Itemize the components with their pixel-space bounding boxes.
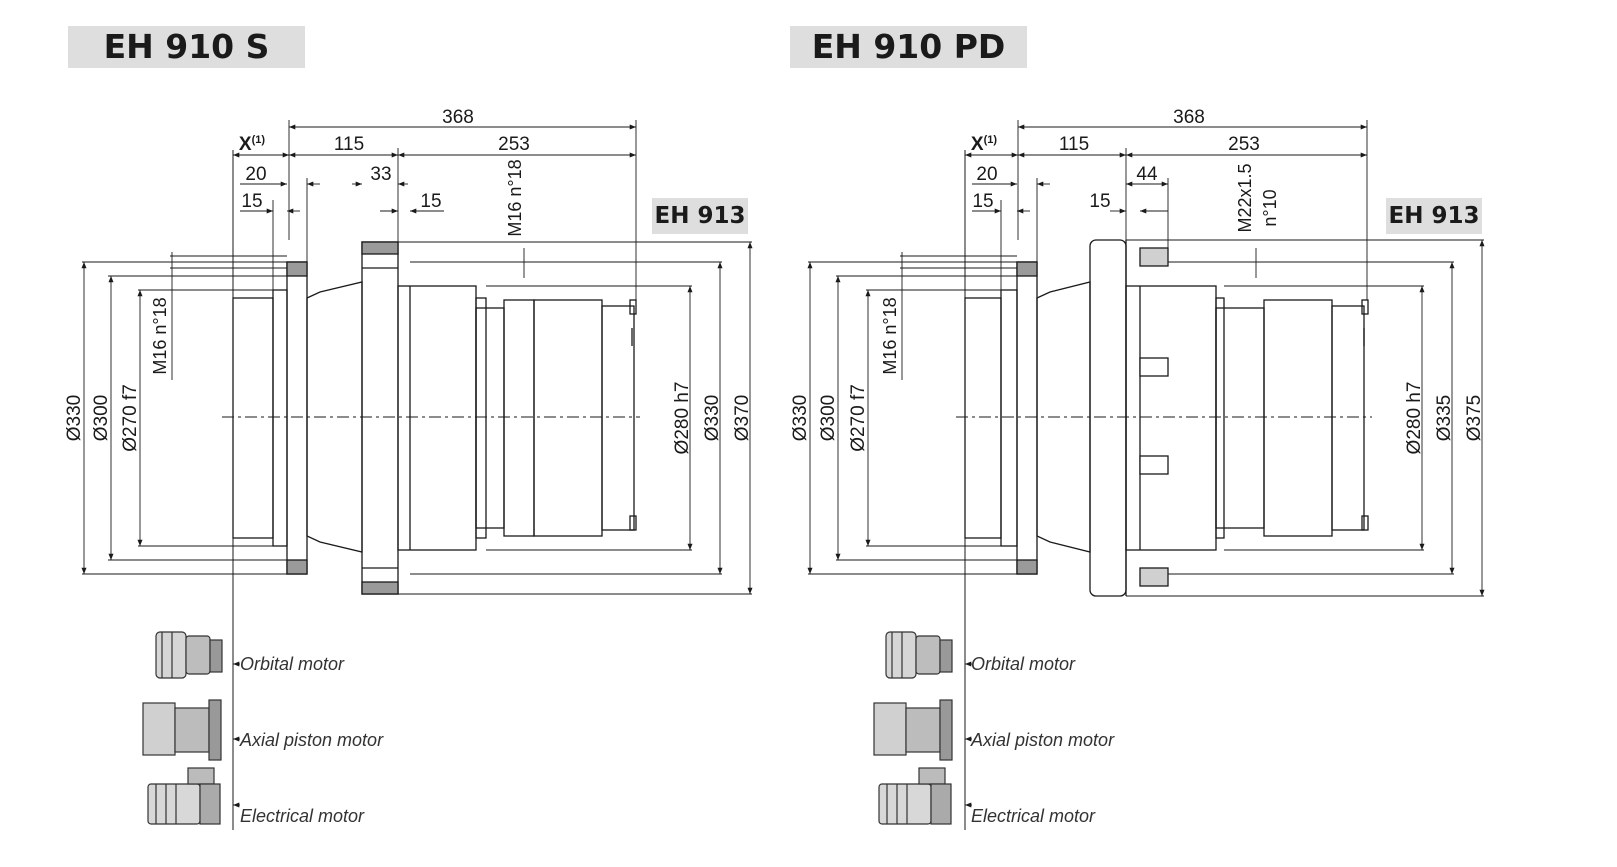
motor-label-electrical-right: Electrical motor: [971, 806, 1096, 826]
orbital-motor-icon-right: [885, 631, 953, 679]
dim-253-right: 253: [1228, 134, 1260, 155]
dim-overall-left: 368: [442, 107, 474, 128]
dim-20-left: 20: [245, 164, 266, 185]
motor-label-orbital-right: Orbital motor: [971, 654, 1076, 674]
model-tag-right: EH 913: [1386, 198, 1482, 234]
bolt-side-left: M16 n°18: [150, 297, 170, 374]
axial-piston-motor-icon-right: [873, 699, 953, 761]
dim-x-left: X(1): [239, 134, 265, 155]
bolt-top-right-1: M22x1.5: [1235, 163, 1255, 232]
bolt-top-right-2: n°10: [1260, 189, 1280, 226]
dia-270-right: Ø270 f7: [848, 384, 869, 452]
dia-280-right: Ø280 h7: [1404, 382, 1425, 455]
dia-280-left: Ø280 h7: [672, 382, 693, 455]
electrical-motor-icon-right: [878, 767, 952, 825]
dia-335-right: Ø335: [1434, 395, 1455, 441]
drawing-right: [956, 150, 1372, 830]
model-tag-left: EH 913: [652, 198, 748, 234]
dim-15b-right: 15: [1089, 191, 1110, 212]
dim-115-right: 115: [1059, 134, 1089, 155]
title-eh910pd: EH 910 PD: [790, 26, 1027, 68]
motor-label-electrical-left: Electrical motor: [240, 806, 365, 826]
dim-overall-right: 368: [1173, 107, 1205, 128]
electrical-motor-icon-left: [147, 767, 221, 825]
dia-330-left-b: Ø330: [702, 395, 723, 441]
axial-piston-motor-icon-left: [142, 699, 222, 761]
dim-115-left: 115: [334, 134, 364, 155]
dim-33-left: 33: [370, 164, 391, 185]
orbital-motor-icon-left: [155, 631, 223, 679]
dim-15a-left: 15: [241, 191, 262, 212]
motor-label-axial-left: Axial piston motor: [240, 730, 384, 750]
dia-370-left: Ø370: [732, 395, 753, 441]
dim-x-right: X(1): [971, 134, 997, 155]
dim-20-right: 20: [976, 164, 997, 185]
bolt-top-left: M16 n°18: [505, 159, 525, 236]
dia-300-right: Ø300: [818, 395, 839, 441]
dia-330-right: Ø330: [790, 395, 811, 441]
dim-15a-right: 15: [972, 191, 993, 212]
dia-300-left: Ø300: [91, 395, 112, 441]
motor-label-axial-right: Axial piston motor: [971, 730, 1115, 750]
title-eh910s: EH 910 S: [68, 26, 305, 68]
dim-44-right: 44: [1136, 164, 1158, 185]
bolt-side-right: M16 n°18: [880, 297, 900, 374]
dim-253-left: 253: [498, 134, 530, 155]
dia-375-right: Ø375: [1464, 395, 1485, 441]
dia-270-left: Ø270 f7: [120, 384, 141, 452]
dim-15b-left: 15: [420, 191, 441, 212]
drawing-left: [222, 150, 640, 830]
dia-330-left-a: Ø330: [64, 395, 85, 441]
motor-label-orbital-left: Orbital motor: [240, 654, 345, 674]
